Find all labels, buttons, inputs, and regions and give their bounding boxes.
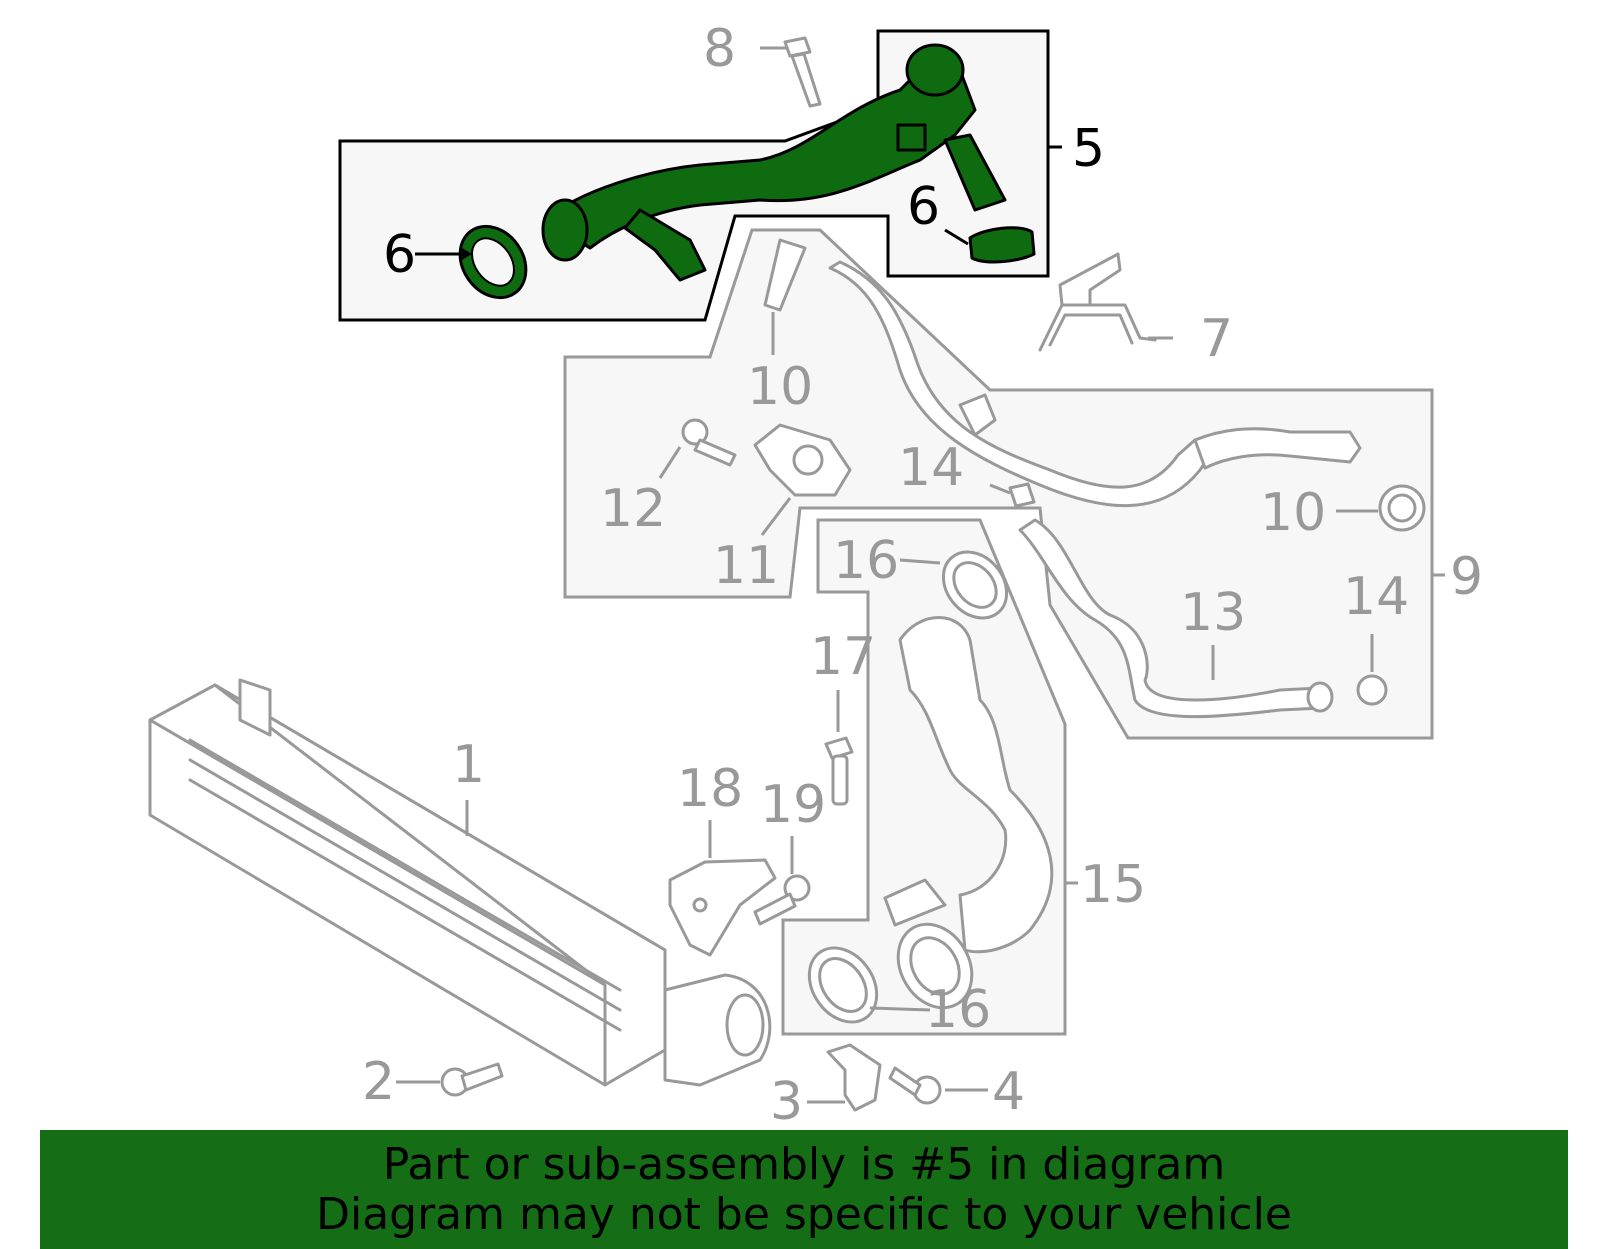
- callout-10-upper: 10: [747, 357, 813, 417]
- intercooler-part-1[interactable]: [148, 678, 772, 1087]
- clamp-part-10[interactable]: [1378, 484, 1426, 532]
- hose-clamp-part-6-left[interactable]: [447, 214, 540, 311]
- clamp-part-16-lower[interactable]: [795, 935, 890, 1035]
- callout-7: 7: [1200, 309, 1233, 369]
- callout-8: 8: [703, 19, 736, 79]
- bolt-part-2[interactable]: [440, 1062, 504, 1097]
- coolant-hose-assembly-part-9[interactable]: [828, 260, 1362, 719]
- callout-12: 12: [600, 479, 666, 539]
- hose-clamp-part-6-right[interactable]: [968, 226, 1036, 264]
- callout-1: 1: [452, 735, 485, 795]
- duct-part-3[interactable]: [826, 1043, 882, 1112]
- callout-18: 18: [677, 759, 743, 819]
- disclaimer-banner: Part or sub-assembly is #5 in diagram Di…: [40, 1130, 1568, 1249]
- clamp-part-16-upper[interactable]: [930, 539, 1019, 630]
- bolt-part-4[interactable]: [888, 1066, 942, 1105]
- callout-13: 13: [1180, 583, 1246, 643]
- callout-16-lower: 16: [925, 980, 991, 1040]
- callout-15: 15: [1080, 855, 1146, 915]
- callout-14-right: 14: [1343, 567, 1409, 627]
- clip-part-14-upper[interactable]: [1008, 482, 1036, 508]
- bolt-part-8[interactable]: [783, 36, 822, 108]
- bracket-part-18[interactable]: [668, 858, 777, 957]
- bolt-part-17[interactable]: [824, 736, 854, 806]
- callout-11: 11: [713, 536, 779, 596]
- callout-10-right: 10: [1260, 483, 1326, 543]
- callout-16-upper: 16: [833, 531, 899, 591]
- bolt-part-19[interactable]: [753, 874, 811, 926]
- parts-diagram: 1 2 3 4 5 6 6 7 8 9 10 10 11 12 13 14 14…: [148, 19, 1483, 1130]
- callout-14-upper: 14: [898, 438, 964, 498]
- callout-5: 5: [1072, 119, 1105, 179]
- banner-line-2: Diagram may not be specific to your vehi…: [316, 1188, 1292, 1240]
- callout-17: 17: [810, 627, 876, 687]
- charge-air-hose-part-5[interactable]: [541, 43, 1007, 282]
- clip-part-14-lower[interactable]: [1356, 674, 1388, 706]
- bracket-part-7[interactable]: [1038, 252, 1157, 352]
- pipe-part-10[interactable]: [763, 238, 807, 312]
- banner-line-1: Part or sub-assembly is #5 in diagram: [382, 1138, 1226, 1190]
- callout-3: 3: [770, 1072, 803, 1130]
- bolt-part-12[interactable]: [681, 418, 737, 467]
- callout-6-right: 6: [907, 177, 940, 237]
- callout-4: 4: [992, 1062, 1025, 1122]
- callout-19: 19: [760, 775, 826, 835]
- intercooler-hose-part-15[interactable]: [883, 616, 1054, 1022]
- callout-2: 2: [362, 1052, 395, 1112]
- valve-part-11[interactable]: [753, 423, 852, 497]
- group-box-9: [563, 228, 1434, 740]
- callout-9: 9: [1450, 547, 1483, 607]
- callout-6-left: 6: [383, 225, 416, 285]
- leader-lines: [396, 46, 1445, 1104]
